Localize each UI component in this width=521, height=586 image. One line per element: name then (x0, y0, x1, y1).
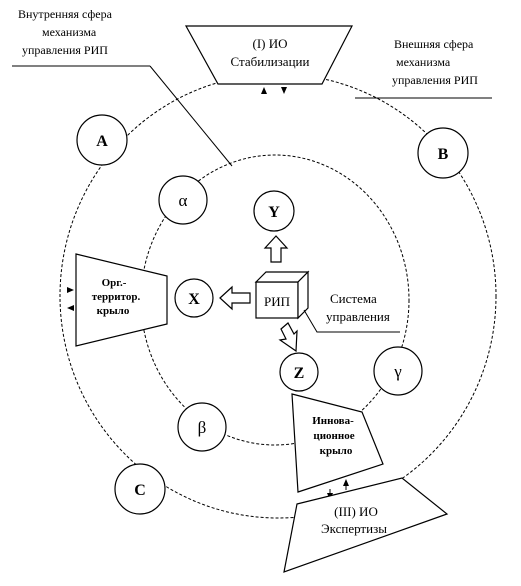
arrow-down-to-z-icon (278, 322, 298, 353)
expertise-title: (III) ИО (334, 504, 378, 519)
outer-sphere-label-line-3: управления РИП (392, 73, 478, 87)
innovation-line-3: крыло (320, 445, 353, 457)
inner-sphere-callout-leader (149, 65, 233, 167)
arrow-down-icon (281, 87, 287, 94)
stabilization-arrows (261, 87, 287, 94)
stabilization-subtitle: Стабилизации (231, 54, 310, 69)
control-system-label: Система управления (326, 291, 390, 324)
control-system-leader (303, 309, 400, 333)
arrow-right-icon (67, 287, 74, 293)
arrow-up-icon (343, 479, 349, 486)
inner-sphere-label-line-2: механизма (42, 25, 97, 39)
expertise-trapezoid (283, 477, 449, 573)
rip-cube-side (297, 270, 309, 320)
node-b-label: B (438, 146, 449, 163)
inner-sphere-label-line-1: Внутренняя сфера (18, 7, 113, 21)
innovation-line-1: Иннова- (312, 415, 354, 427)
stabilization-block: (I) ИО Стабилизации (184, 25, 353, 85)
org-territorial-line-1: Орг.- (102, 277, 127, 289)
node-x: X (174, 278, 214, 318)
node-gamma: γ (373, 346, 423, 396)
expertise-subtitle: Экспертизы (321, 521, 387, 536)
control-system-label-line-1: Система (330, 291, 377, 306)
node-b: B (417, 127, 469, 179)
rip-label: РИП (264, 294, 290, 309)
node-gamma-label: γ (393, 362, 402, 381)
arrow-up-icon (261, 87, 267, 94)
node-z: Z (279, 352, 319, 392)
node-x-label: X (188, 291, 200, 308)
rip-cube-front (255, 281, 299, 319)
org-territorial-trapezoid (75, 253, 168, 347)
node-beta-label: β (198, 418, 207, 437)
org-wing-arrows (67, 287, 74, 311)
arrow-left-icon (67, 305, 74, 311)
inner-sphere-label-line-3: управления РИП (22, 43, 108, 57)
node-y-label: Y (268, 204, 280, 221)
inner-sphere-label: Внутренняя сфера механизма управления РИ… (18, 7, 113, 57)
innovation-trapezoid (291, 393, 384, 493)
org-territorial-wing: Орг.- территор. крыло (75, 253, 168, 347)
outer-sphere-label-line-1: Внешняя сфера (394, 37, 474, 51)
control-system-label-line-2: управления (326, 309, 390, 324)
arrow-up-to-y-icon (263, 235, 289, 263)
node-alpha-label: α (179, 191, 188, 210)
node-alpha: α (158, 175, 208, 225)
node-z-label: Z (294, 365, 305, 382)
node-a: A (76, 114, 128, 166)
node-a-label: A (96, 133, 108, 150)
stabilization-trapezoid (184, 25, 353, 85)
node-beta: β (177, 402, 227, 452)
node-c: C (114, 463, 166, 515)
org-territorial-line-2: территор. (92, 291, 141, 303)
stabilization-title: (I) ИО (252, 36, 287, 51)
inner-sphere-ellipse (140, 154, 410, 446)
expertise-block: (III) ИО Экспертизы (283, 477, 449, 573)
node-y: Y (253, 190, 295, 232)
node-c-label: C (134, 482, 146, 499)
rip-cube: РИП (254, 270, 310, 320)
innovation-line-2: ционное (313, 430, 354, 442)
outer-sphere-label: Внешняя сфера механизма управления РИП (392, 37, 478, 87)
org-territorial-line-3: крыло (97, 305, 130, 317)
outer-sphere-label-line-2: механизма (396, 55, 451, 69)
innovation-wing: Иннова- ционное крыло (291, 393, 384, 493)
arrow-left-to-x-icon (219, 285, 251, 311)
